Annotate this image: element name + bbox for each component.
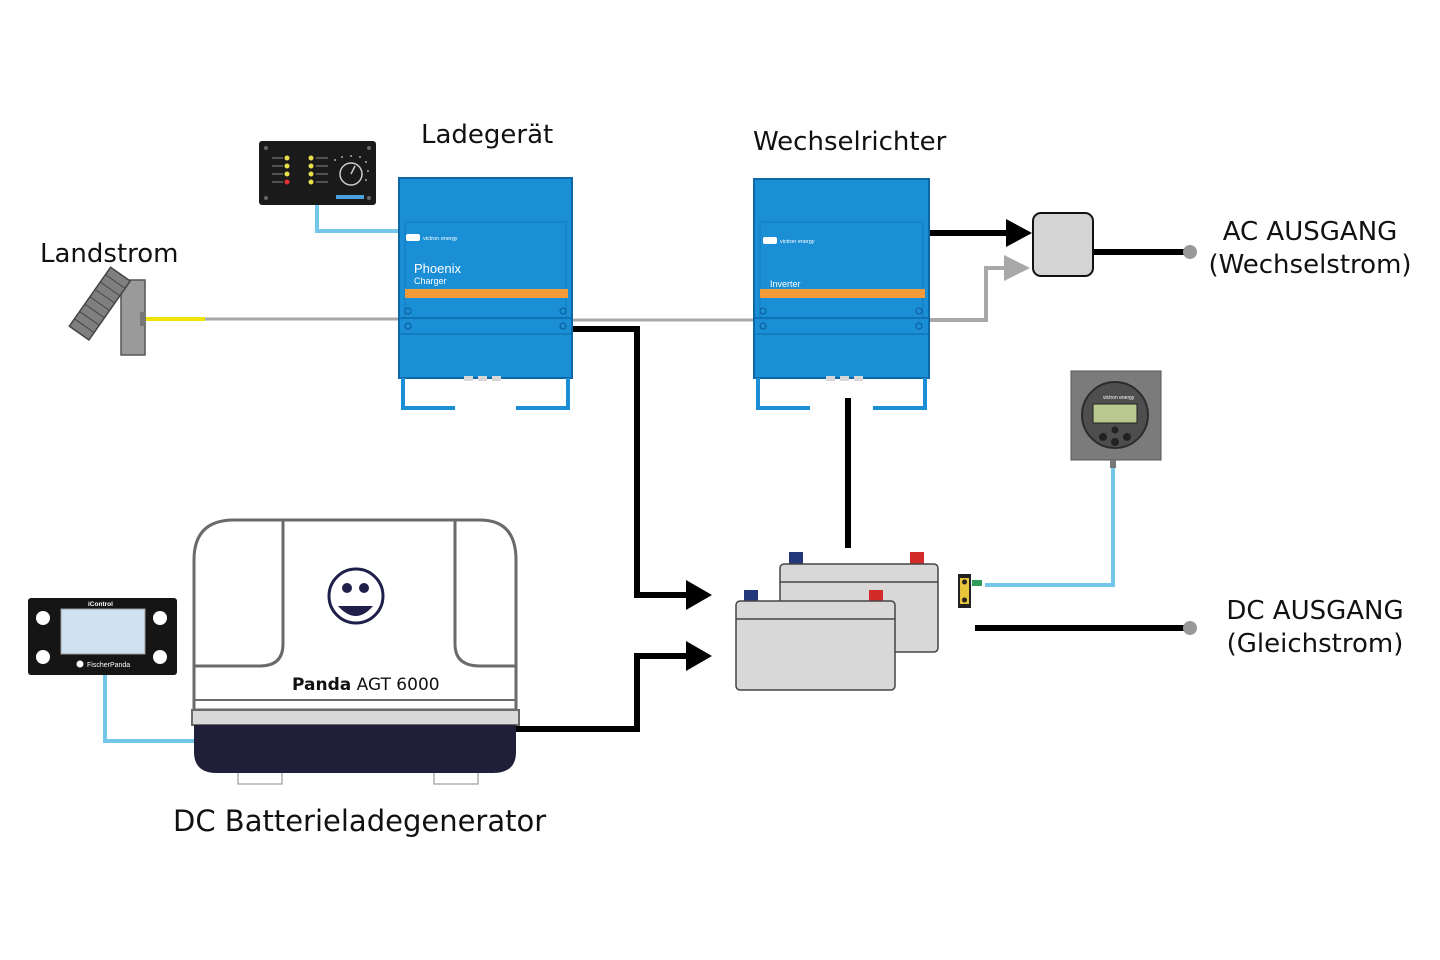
- generator-unit: Panda AGT 6000: [191, 518, 520, 785]
- charger-orange-stripe: [405, 289, 568, 298]
- inverter-black-arrowhead: [1006, 219, 1032, 247]
- charger-remote-knob-icon: [339, 162, 363, 186]
- inverter-transfer-ac-cable: [928, 266, 1005, 322]
- ac-output-terminal: [1183, 245, 1197, 259]
- charger-unit: victron energy Phoenix Charger: [398, 177, 573, 410]
- generator-control-panel: iControl FischerPanda: [28, 598, 177, 675]
- dc-output-terminal: [1183, 621, 1197, 635]
- shore-power-socket: [68, 266, 146, 356]
- charger-brand: victron energy: [423, 236, 458, 242]
- control-down-button-icon: [153, 650, 167, 664]
- inverter-brand: victron energy: [780, 239, 815, 245]
- battery-monitor-brand: victron energy: [1103, 395, 1135, 401]
- generator-battery-arrowhead: [686, 641, 712, 671]
- label-landstrom: Landstrom: [40, 239, 179, 269]
- label-generator: DC Batterieladegenerator: [173, 804, 546, 838]
- shore-socket-lid: [68, 266, 132, 342]
- inverter-brand-logo-icon: [763, 237, 777, 244]
- inverter-unit: victron energy Inverter: [753, 178, 930, 410]
- control-left-button-icon: [36, 650, 50, 664]
- control-power-button-icon: [36, 611, 50, 625]
- inverter-name: Inverter: [770, 279, 801, 289]
- control-panel-display: [60, 608, 146, 655]
- control-panel-title: iControl: [88, 601, 113, 608]
- charger-battery-arrowhead: [686, 580, 712, 610]
- battery-front: [735, 590, 896, 691]
- battery-monitor-display: [1092, 403, 1138, 424]
- label-dc-output-sub: (Gleichstrom): [1227, 629, 1404, 659]
- charger-subname: Charger: [414, 276, 447, 286]
- battery-monitor: victron energy: [1070, 370, 1162, 468]
- transfer-switch-box: [1032, 212, 1094, 277]
- charger-remote-cable: [315, 205, 400, 233]
- label-ladegeraet: Ladegerät: [421, 120, 553, 150]
- inverter-orange-stripe: [760, 289, 925, 298]
- label-wechselrichter: Wechselrichter: [753, 127, 947, 157]
- battery-monitor-cable: [985, 460, 1115, 587]
- generator-panel-cable: [103, 675, 195, 743]
- generator-battery-cable: [515, 653, 688, 732]
- generator-model-label: Panda AGT 6000: [292, 675, 440, 695]
- control-up-button-icon: [153, 611, 167, 625]
- charger-battery-cable: [570, 326, 688, 598]
- ac-grey-arrowhead: [1004, 255, 1030, 281]
- label-ac-output-sub: (Wechselstrom): [1208, 250, 1411, 280]
- cables: [103, 205, 1197, 743]
- labels: Landstrom Ladegerät Wechselrichter AC AU…: [40, 120, 1412, 838]
- battery-shunt: [958, 574, 982, 608]
- label-dc-output: DC AUSGANG: [1226, 596, 1403, 626]
- charger-name: Phoenix: [414, 261, 461, 276]
- control-panel-brand: FischerPanda: [87, 662, 130, 669]
- charger-brand-logo-icon: [406, 234, 420, 241]
- label-ac-output: AC AUSGANG: [1223, 217, 1398, 247]
- charger-remote-panel: [259, 141, 376, 205]
